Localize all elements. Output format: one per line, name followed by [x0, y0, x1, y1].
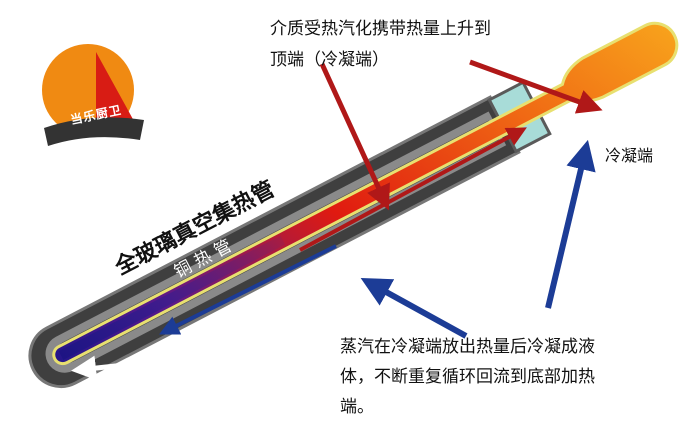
brand-logo — [42, 44, 144, 146]
blue-arrow-return-2 — [360, 277, 468, 339]
red-arrow-flow-up — [299, 127, 527, 252]
top-annotation-line2: 顶端（冷凝端） — [270, 50, 389, 70]
blue-arrow-return-1 — [545, 139, 596, 309]
top-annotation: 介质受热汽化携带热量上升到 顶端（冷凝端） — [270, 14, 570, 76]
copper-heat-pipe — [52, 21, 679, 366]
top-annotation-line1: 介质受热汽化携带热量上升到 — [270, 19, 491, 39]
white-arrow-medium — [71, 355, 135, 381]
red-arrow-rise-2 — [469, 59, 603, 114]
bottom-annotation-line1: 蒸汽在冷凝端放出热量后冷凝成液 — [340, 337, 595, 357]
blue-arrow-flow-down — [158, 244, 337, 335]
condenser-label: 冷凝端 — [605, 146, 654, 165]
bottom-annotation-line3: 端。 — [340, 397, 374, 417]
bottom-annotation-line2: 体，不断重复循环回流到底部加热 — [340, 367, 595, 387]
bottom-annotation: 蒸汽在冷凝端放出热量后冷凝成液 体，不断重复循环回流到底部加热 端。 — [340, 332, 660, 422]
red-arrow-rise-1 — [319, 62, 390, 211]
